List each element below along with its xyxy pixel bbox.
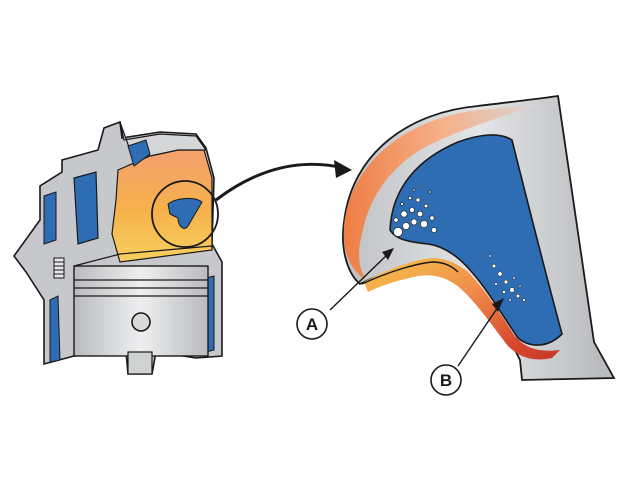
coolant-passage-left-outer	[43, 191, 57, 245]
callout-a-circle	[296, 308, 328, 340]
detail-coolant-cavity	[389, 134, 563, 346]
coolant-passage-left	[73, 171, 99, 245]
detail-view	[342, 94, 616, 381]
callout-a-label: A	[306, 315, 318, 334]
combustion-chamber-roof	[73, 245, 213, 267]
detail-connector-arrowhead	[334, 160, 352, 178]
detail-hot-dome-skin	[343, 104, 540, 280]
callout-b-circle	[430, 364, 462, 396]
vapor-bubbles-lower	[488, 254, 526, 302]
callout-b: B	[430, 298, 504, 396]
coolant-passage-right	[167, 197, 203, 229]
callout-b-arrowhead	[492, 298, 504, 312]
detail-magnifier-circle	[151, 180, 219, 248]
piston	[73, 265, 209, 375]
vapor-bubbles-upper	[393, 184, 437, 237]
callout-a-leader	[329, 251, 391, 311]
callout-a-arrowhead	[382, 248, 394, 260]
detail-connector-arrow	[215, 162, 345, 202]
callout-a: A	[296, 248, 394, 340]
wrist-pin	[131, 312, 151, 332]
callout-b-label: B	[440, 371, 452, 390]
connecting-rod	[127, 351, 153, 375]
coolant-passage-lower-left	[49, 295, 61, 363]
detail-wall-lip	[361, 261, 459, 285]
detail-hot-wall	[364, 258, 560, 360]
coolant-passage-top	[127, 139, 151, 167]
engine-cross-section	[13, 120, 223, 375]
head-bolt	[53, 257, 65, 279]
callout-b-leader	[457, 303, 501, 367]
